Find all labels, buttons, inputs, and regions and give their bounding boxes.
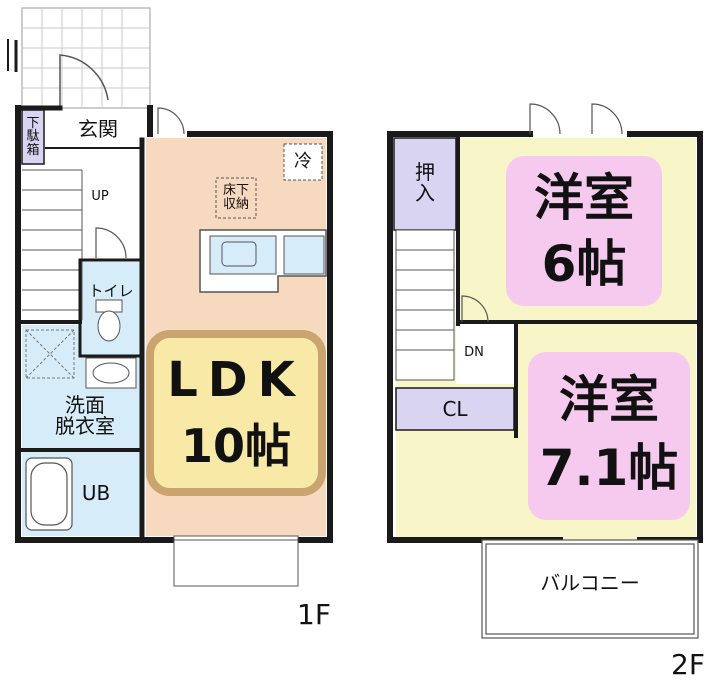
balcony (481, 539, 699, 639)
ldk-size: 10帖 (180, 418, 291, 473)
underfloor-storage (215, 177, 257, 219)
underfloor-storage-label: 床下 収納 (222, 183, 249, 212)
fridge-label: 冷 (294, 150, 312, 172)
hall-2f (456, 324, 516, 384)
ldk-badge (146, 330, 326, 496)
fridge-icon (283, 143, 323, 181)
stairs-down-label: DN (464, 345, 484, 361)
ldk-door-icon (157, 107, 185, 135)
entrance-door-icon (59, 54, 109, 108)
porch-tiles (21, 7, 151, 109)
room2-size: 7.1帖 (539, 438, 679, 497)
room1-badge (506, 156, 662, 306)
washroom-label: 洗面 脱衣室 (55, 393, 115, 438)
stairs-up-label: UP (91, 189, 109, 205)
bathtub-icon (25, 457, 73, 531)
oshiire (393, 137, 457, 231)
washing-machine-icon (25, 329, 75, 379)
shoe-box-label: 下 駄 箱 (26, 115, 40, 158)
walls-1f (7, 39, 333, 543)
room1-door-icon (461, 295, 489, 323)
stairs-1f (22, 169, 83, 320)
toilet-door-icon (95, 227, 127, 259)
kitchen-counter (199, 229, 327, 293)
room1-name: 洋室 (534, 168, 634, 227)
oshiire-label: 押 入 (415, 160, 435, 205)
balcony-label: バルコニー (540, 570, 640, 595)
washbasin-icon (85, 357, 137, 389)
window-2f-right-icon (591, 103, 623, 135)
floor-2f-label: 2F (671, 648, 705, 682)
closet-label: CL (442, 396, 468, 421)
room1-size: 6帖 (541, 234, 627, 293)
toilet-icon (95, 299, 123, 342)
ldk-name: LDK (167, 351, 305, 408)
ldk-window (173, 535, 299, 587)
window-2f-left-icon (529, 103, 561, 135)
stairs-2f (395, 229, 455, 381)
room2-badge (528, 352, 690, 520)
room2-name: 洋室 (559, 370, 659, 429)
bath-label: UB (81, 480, 111, 505)
floor-1f-label: 1F (297, 598, 331, 632)
toilet-label: トイレ (88, 282, 134, 301)
entrance-label: 玄関 (78, 116, 118, 141)
